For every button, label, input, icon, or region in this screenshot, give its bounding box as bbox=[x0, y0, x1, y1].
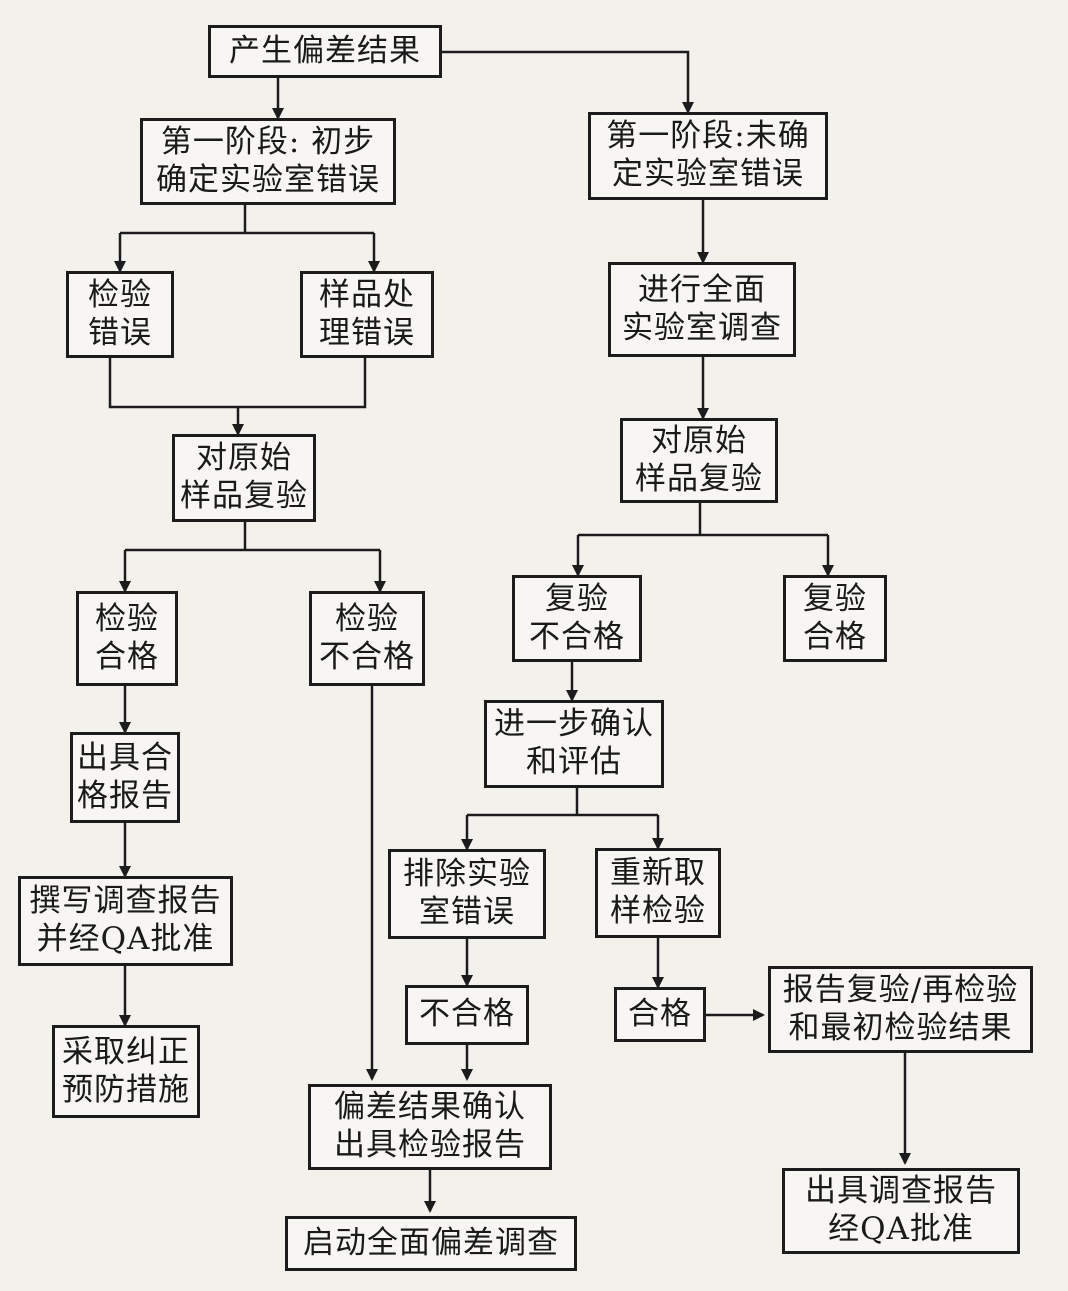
node-phase1-lab-error-unconfirmed: 第一阶段:未确 定实验室错误 bbox=[588, 112, 828, 200]
edge-n1-n3 bbox=[442, 50, 694, 114]
node-test-pass: 检验 合格 bbox=[76, 591, 178, 686]
node-issue-pass-report: 出具合 格报告 bbox=[70, 732, 180, 823]
node-phase1-lab-error-confirmed: 第一阶段: 初步 确定实验室错误 bbox=[140, 118, 396, 205]
edge-n4-n5-merge bbox=[108, 358, 367, 409]
node-issue-investigation-report-qa: 出具调查报告 经QA批准 bbox=[782, 1168, 1020, 1254]
node-fail: 不合格 bbox=[405, 985, 529, 1045]
node-start-full-deviation-investigation: 启动全面偏差调查 bbox=[285, 1216, 577, 1271]
node-write-investigation-report: 撰写调查报告 并经QA批准 bbox=[18, 876, 233, 966]
node-sample-handling-error: 样品处 理错误 bbox=[300, 271, 434, 358]
edge-n7-split bbox=[125, 522, 380, 552]
node-retest-pass: 复验 合格 bbox=[783, 575, 887, 662]
node-deviation-result: 产生偏差结果 bbox=[208, 25, 442, 78]
node-further-confirm-evaluate: 进一步确认 和评估 bbox=[484, 700, 664, 788]
node-resample-test: 重新取 样检验 bbox=[595, 848, 721, 938]
node-pass: 合格 bbox=[614, 987, 706, 1042]
node-retest-original-sample-right: 对原始 样品复验 bbox=[620, 418, 778, 503]
edge-n14-split bbox=[467, 788, 658, 817]
node-confirm-deviation-issue-report: 偏差结果确认 出具检验报告 bbox=[308, 1084, 552, 1170]
node-corrective-preventive-action: 采取纠正 预防措施 bbox=[52, 1025, 200, 1118]
node-report-retest-results: 报告复验/再检验 和最初检验结果 bbox=[768, 966, 1033, 1053]
node-exclude-lab-error: 排除实验 室错误 bbox=[388, 849, 546, 939]
edge-n8-split bbox=[578, 503, 828, 537]
edge-n2-split bbox=[120, 205, 374, 235]
node-test-error: 检验 错误 bbox=[66, 271, 174, 358]
node-retest-original-sample-left: 对原始 样品复验 bbox=[172, 434, 316, 522]
node-full-lab-investigation: 进行全面 实验室调查 bbox=[608, 262, 796, 357]
node-test-fail: 检验 不合格 bbox=[309, 591, 425, 686]
node-retest-fail: 复验 不合格 bbox=[512, 575, 642, 662]
